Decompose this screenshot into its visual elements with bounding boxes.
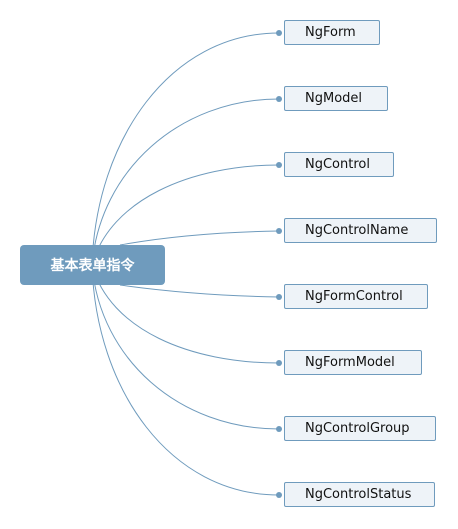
connector-ngformcontrol (119, 284, 280, 298)
connector-dot-ngformcontrol (276, 294, 282, 300)
node-ngform[interactable]: NgForm (284, 20, 380, 45)
root-node-label: 基本表单指令 (50, 258, 135, 274)
node-ngcontrol-label: NgControl (305, 157, 370, 172)
connector-ngcontrolname (119, 230, 280, 246)
node-ngcontrolgroup-label: NgControlGroup (305, 421, 410, 436)
node-ngcontrolgroup[interactable]: NgControlGroup (284, 416, 436, 441)
node-ngformcontrol[interactable]: NgFormControl (284, 284, 428, 309)
connector-ngcontrolstatus (91, 264, 280, 496)
node-ngcontrolstatus-label: NgControlStatus (305, 487, 412, 502)
connector-ngcontrol (91, 164, 280, 266)
connector-dot-ngcontrolstatus (276, 492, 282, 498)
connector-dot-ngcontrolgroup (276, 426, 282, 432)
node-ngcontrol[interactable]: NgControl (284, 152, 394, 177)
connector-dot-ngmodel (276, 96, 282, 102)
connector-ngmodel (91, 98, 280, 266)
node-ngform-label: NgForm (305, 25, 356, 40)
connector-dot-ngformmodel (276, 360, 282, 366)
node-ngformcontrol-label: NgFormControl (305, 289, 403, 304)
node-ngcontrolstatus[interactable]: NgControlStatus (284, 482, 435, 507)
connector-ngformmodel (91, 264, 280, 364)
connector-ngcontrolgroup (91, 264, 280, 430)
node-ngcontrolname-label: NgControlName (305, 223, 409, 238)
node-ngmodel-label: NgModel (305, 91, 363, 106)
root-node[interactable]: 基本表单指令 (20, 245, 165, 285)
node-ngmodel[interactable]: NgModel (284, 86, 388, 111)
connector-dot-ngform (276, 30, 282, 36)
node-ngformmodel[interactable]: NgFormModel (284, 350, 422, 375)
connector-dot-ngcontrol (276, 162, 282, 168)
connector-dot-ngcontrolname (276, 228, 282, 234)
connector-ngform (91, 32, 280, 266)
node-ngcontrolname[interactable]: NgControlName (284, 218, 437, 243)
node-ngformmodel-label: NgFormModel (305, 355, 395, 370)
